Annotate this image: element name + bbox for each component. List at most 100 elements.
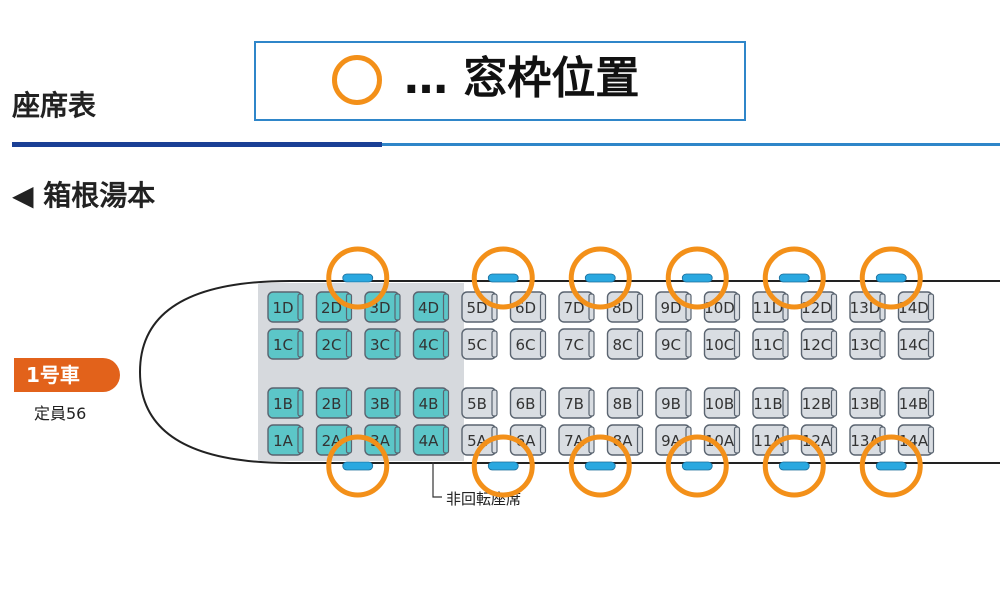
seat-back-10B [733, 389, 741, 417]
window-frame-top-after-row-2 [342, 273, 374, 283]
seat-label-6C: 6C [515, 336, 535, 354]
seat-back-2C [345, 330, 353, 358]
seat-label-4B: 4B [419, 395, 439, 413]
seat-label-1B: 1B [273, 395, 293, 413]
seat-back-4D [442, 293, 450, 321]
seat-back-10C [733, 330, 741, 358]
seat-back-7C [588, 330, 595, 358]
seat-back-9B [685, 389, 692, 417]
header-rule-light [382, 143, 1000, 146]
seat-back-3C [394, 330, 401, 358]
window-frame-top-after-row-13 [875, 273, 907, 283]
seat-back-14C [927, 330, 935, 358]
seat-label-13B: 13B [850, 395, 879, 413]
header-rule [12, 142, 382, 147]
window-frame-bottom-after-row-7 [584, 461, 616, 471]
seat-back-13B [879, 389, 886, 417]
window-frame-circle-bottom-after-row-13 [859, 434, 923, 498]
seat-label-2B: 2B [322, 395, 342, 413]
window-frame-circle-bottom-after-row-5 [471, 434, 535, 498]
seat-back-6B [539, 389, 547, 417]
seat-back-11B [782, 389, 789, 417]
seat-label-7C: 7C [564, 336, 584, 354]
seat-back-2B [345, 389, 353, 417]
window-frame-bottom-after-row-5 [487, 461, 519, 471]
seat-label-10A: 10A [705, 432, 735, 450]
seat-back-6D [539, 293, 547, 321]
legend-box: … 窓枠位置 [254, 41, 746, 121]
seat-label-3B: 3B [370, 395, 390, 413]
seat-label-12A: 12A [802, 432, 832, 450]
seat-back-6A [539, 426, 547, 454]
seat-label-1C: 1C [273, 336, 293, 354]
seat-label-14D: 14D [898, 299, 929, 317]
window-frame-circle-bottom-after-row-9 [665, 434, 729, 498]
seat-label-9D: 9D [660, 299, 681, 317]
window-frame-circle-top-after-row-5 [471, 246, 535, 310]
seat-label-11D: 11D [753, 299, 784, 317]
seat-label-14B: 14B [899, 395, 928, 413]
seat-label-9C: 9C [661, 336, 681, 354]
car-body-outline [138, 280, 1000, 464]
seat-label-12D: 12D [801, 299, 832, 317]
car-capacity: 定員56 [34, 404, 87, 423]
window-frame-circle-icon [332, 55, 382, 105]
seat-back-3D [394, 293, 401, 321]
window-frame-circle-top-after-row-11 [762, 246, 826, 310]
seat-label-10D: 10D [704, 299, 735, 317]
page-title: 座席表 [12, 89, 97, 122]
window-frame-circle-top-after-row-13 [859, 246, 923, 310]
seat-back-5C [491, 330, 498, 358]
window-frame-top-after-row-5 [487, 273, 519, 283]
seat-label-11C: 11C [753, 336, 783, 354]
window-frame-top-after-row-7 [584, 273, 616, 283]
window-frame-circle-top-after-row-9 [665, 246, 729, 310]
seat-back-4A [442, 426, 450, 454]
window-frame-circle-bottom-after-row-11 [762, 434, 826, 498]
seat-back-4C [442, 330, 450, 358]
seat-label-7B: 7B [564, 395, 584, 413]
seat-label-6B: 6B [516, 395, 536, 413]
seat-label-8C: 8C [612, 336, 632, 354]
seat-label-4C: 4C [418, 336, 438, 354]
seat-back-10A [733, 426, 741, 454]
seat-back-12C [830, 330, 838, 358]
non-rotating-leader-line [432, 462, 442, 498]
direction-label: ◀ 箱根湯本 [12, 179, 156, 212]
seat-label-10C: 10C [705, 336, 735, 354]
seat-back-9C [685, 330, 692, 358]
seat-label-7D: 7D [563, 299, 584, 317]
seat-label-5C: 5C [467, 336, 487, 354]
seat-back-1D [297, 293, 304, 321]
window-frame-top-after-row-9 [681, 273, 713, 283]
seat-label-14A: 14A [899, 432, 929, 450]
seat-back-1A [297, 426, 304, 454]
window-frame-bottom-after-row-13 [875, 461, 907, 471]
seat-back-1C [297, 330, 304, 358]
seat-back-14D [927, 293, 935, 321]
window-frame-circle-top-after-row-7 [568, 246, 632, 310]
seat-label-3C: 3C [370, 336, 390, 354]
window-frame-circle-bottom-after-row-7 [568, 434, 632, 498]
seat-back-11C [782, 330, 789, 358]
seat-label-2D: 2D [321, 299, 342, 317]
car-number-badge: 1号車 [14, 358, 120, 392]
window-frame-circle-top-after-row-2 [326, 246, 390, 310]
seat-label-4D: 4D [418, 299, 439, 317]
window-frame-bottom-after-row-11 [778, 461, 810, 471]
seat-label-13C: 13C [850, 336, 880, 354]
seat-label-5D: 5D [466, 299, 487, 317]
seat-label-4A: 4A [419, 432, 440, 450]
seat-back-14B [927, 389, 935, 417]
seat-label-12C: 12C [802, 336, 832, 354]
seat-back-12B [830, 389, 838, 417]
seat-label-10B: 10B [705, 395, 734, 413]
seat-back-12A [830, 426, 838, 454]
seat-label-8B: 8B [613, 395, 633, 413]
seat-label-14C: 14C [899, 336, 929, 354]
seat-back-8A [636, 426, 644, 454]
seat-back-4B [442, 389, 450, 417]
window-frame-bottom-after-row-9 [681, 461, 713, 471]
seat-back-3B [394, 389, 401, 417]
seat-back-12D [830, 293, 838, 321]
